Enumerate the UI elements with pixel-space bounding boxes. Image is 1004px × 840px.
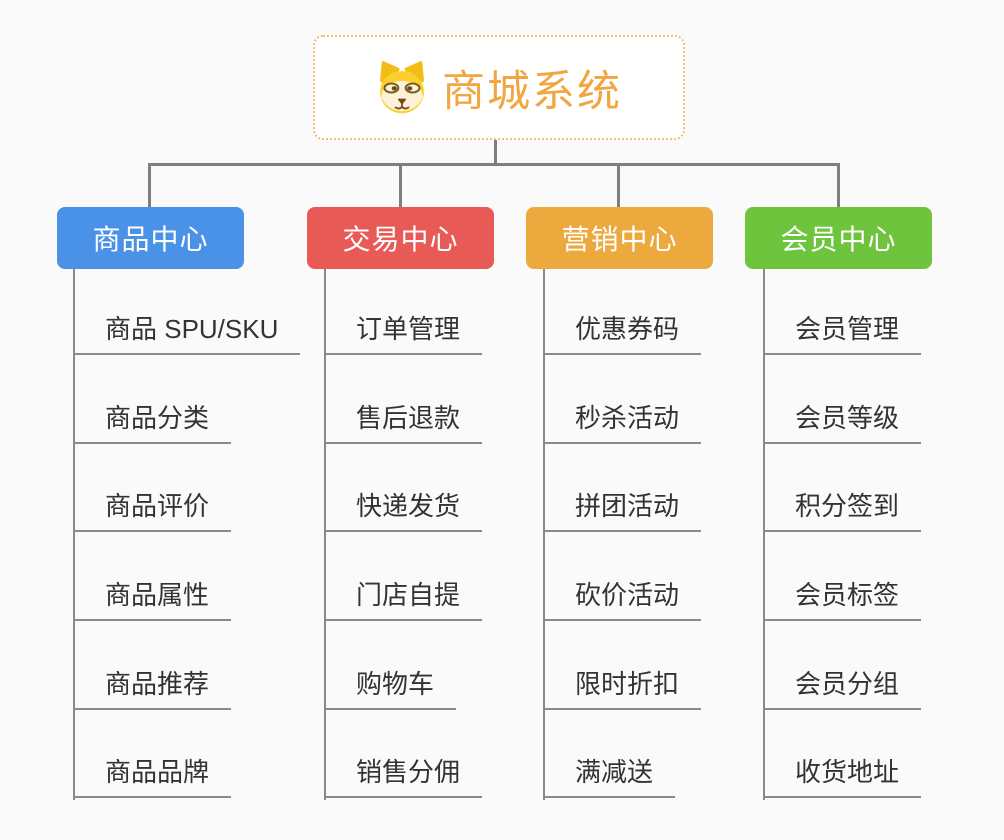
branch-node-members[interactable]: 会员中心 (745, 207, 932, 269)
list-item: 商品属性 (73, 532, 300, 621)
item-column-members: 会员管理会员等级积分签到会员标签会员分组收货地址 (763, 269, 922, 798)
list-item: 拼团活动 (543, 444, 702, 532)
item-label[interactable]: 销售分佣 (324, 752, 483, 798)
item-label[interactable]: 商品属性 (73, 575, 232, 621)
list-item: 订单管理 (324, 269, 483, 355)
list-item: 秒杀活动 (543, 355, 702, 444)
item-label[interactable]: 商品 SPU/SKU (73, 309, 301, 355)
item-label[interactable]: 拼团活动 (543, 486, 702, 532)
branch-label: 营销中心 (561, 224, 678, 255)
connector-root-stem (494, 140, 497, 166)
item-label[interactable]: 会员标签 (763, 575, 922, 621)
item-column-trade: 订单管理售后退款快递发货门店自提购物车销售分佣 (324, 269, 483, 798)
list-item: 砍价活动 (543, 532, 702, 621)
dog-icon (380, 60, 424, 113)
item-label[interactable]: 售后退款 (324, 398, 483, 444)
connector-spine-marketing (543, 269, 545, 800)
item-label[interactable]: 购物车 (324, 664, 457, 710)
list-item: 会员分组 (763, 621, 922, 710)
item-label[interactable]: 砍价活动 (543, 575, 702, 621)
list-item: 优惠券码 (543, 269, 702, 355)
list-item: 商品 SPU/SKU (73, 269, 301, 355)
list-item: 满减送 (543, 710, 701, 798)
list-item: 商品分类 (73, 355, 300, 444)
list-item: 商品品牌 (73, 710, 300, 798)
list-item: 会员标签 (763, 532, 922, 621)
list-item: 门店自提 (324, 532, 483, 621)
item-label[interactable]: 优惠券码 (543, 309, 702, 355)
item-label[interactable]: 收货地址 (763, 752, 922, 798)
item-label[interactable]: 商品推荐 (73, 664, 232, 710)
connector-drop (399, 163, 402, 208)
item-label[interactable]: 会员等级 (763, 398, 922, 444)
item-label[interactable]: 快递发货 (324, 486, 483, 532)
item-label[interactable]: 满减送 (543, 752, 676, 798)
list-item: 会员管理 (763, 269, 922, 355)
connector-horizontal-bar (148, 163, 840, 166)
item-label[interactable]: 限时折扣 (543, 664, 702, 710)
branch-label: 交易中心 (342, 224, 459, 255)
branch-node-products[interactable]: 商品中心 (57, 207, 244, 269)
list-item: 积分签到 (763, 444, 922, 532)
list-item: 限时折扣 (543, 621, 702, 710)
list-item: 快递发货 (324, 444, 483, 532)
connector-drop (617, 163, 620, 208)
list-item: 收货地址 (763, 710, 922, 798)
item-column-marketing: 优惠券码秒杀活动拼团活动砍价活动限时折扣满减送 (543, 269, 702, 798)
connector-drop (837, 163, 840, 208)
connector-spine-trade (324, 269, 326, 800)
list-item: 会员等级 (763, 355, 922, 444)
root-title: 商城系统 (442, 67, 622, 116)
item-label[interactable]: 秒杀活动 (543, 398, 702, 444)
connector-drop (148, 163, 151, 208)
connector-spine-members (763, 269, 765, 800)
item-label[interactable]: 积分签到 (763, 486, 922, 532)
item-label[interactable]: 会员管理 (763, 309, 922, 355)
item-label[interactable]: 商品评价 (73, 486, 232, 532)
item-label[interactable]: 商品品牌 (73, 752, 232, 798)
item-label[interactable]: 会员分组 (763, 664, 922, 710)
item-label[interactable]: 门店自提 (324, 575, 483, 621)
item-label[interactable]: 订单管理 (324, 309, 483, 355)
list-item: 销售分佣 (324, 710, 483, 798)
connector-spine-products (73, 269, 75, 800)
branch-node-trade[interactable]: 交易中心 (307, 207, 494, 269)
root-node[interactable]: 商城系统 (313, 35, 685, 140)
branch-label: 会员中心 (780, 224, 897, 255)
list-item: 商品推荐 (73, 621, 300, 710)
branch-node-marketing[interactable]: 营销中心 (526, 207, 713, 269)
list-item: 购物车 (324, 621, 482, 710)
branch-label: 商品中心 (92, 224, 209, 255)
item-label[interactable]: 商品分类 (73, 398, 232, 444)
item-column-products: 商品 SPU/SKU 商品分类商品评价商品属性商品推荐商品品牌 (73, 269, 301, 798)
list-item: 售后退款 (324, 355, 483, 444)
list-item: 商品评价 (73, 444, 300, 532)
